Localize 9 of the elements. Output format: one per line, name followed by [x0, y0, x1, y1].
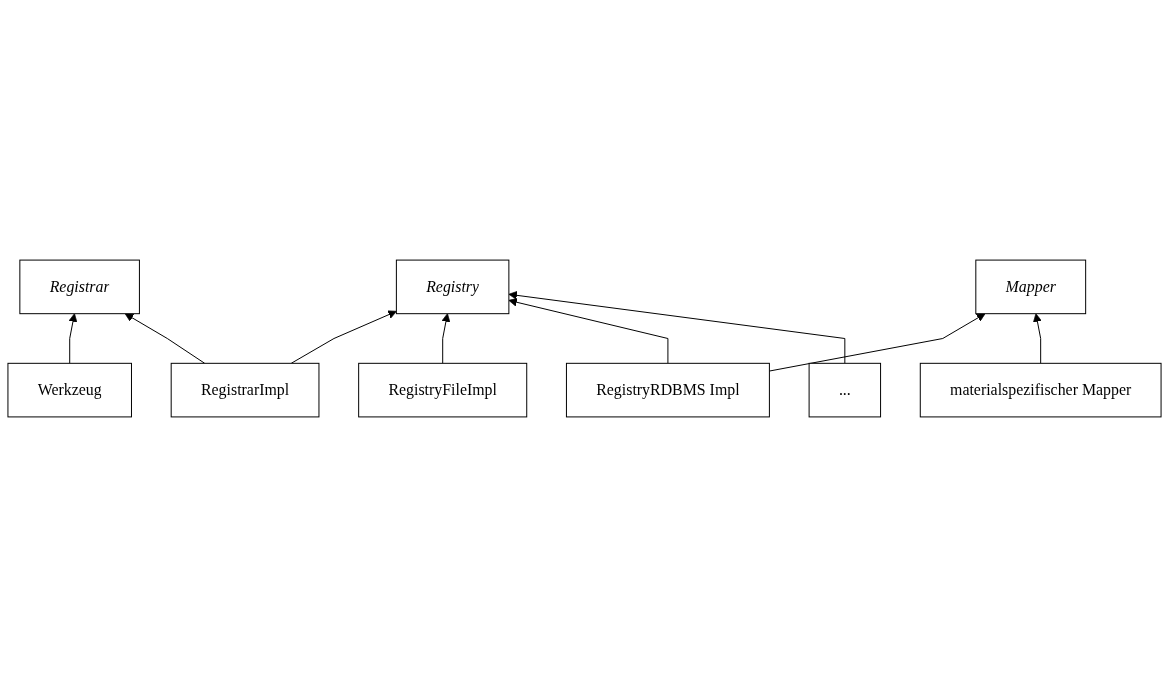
node-box: RegistryFileImpl	[358, 362, 528, 418]
node-box: Registry	[395, 259, 510, 315]
node-box: Mapper	[975, 259, 1087, 315]
node-box: Werkzeug	[7, 362, 132, 418]
node-box: Registrar	[19, 259, 140, 315]
node-box: materialspezifischer Mapper	[919, 362, 1162, 418]
node-box: RegistryRDBMS Impl	[565, 362, 770, 418]
node-box: ...	[808, 362, 882, 418]
node-box: RegistrarImpl	[170, 362, 320, 418]
